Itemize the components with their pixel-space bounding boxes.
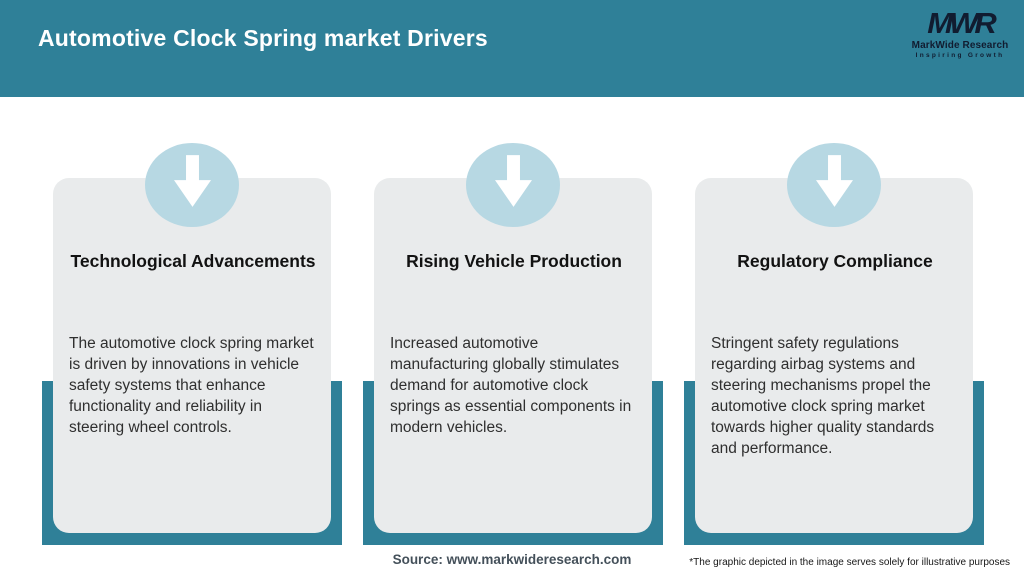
disclaimer-text: *The graphic depicted in the image serve… [689,557,1010,568]
card-body: Stringent safety regulations regarding a… [711,335,935,457]
down-arrow-icon [173,155,211,207]
card-panel: Technological Advancements The automotiv… [53,178,331,533]
card-title: Regulatory Compliance [737,251,933,271]
down-arrow-icon [815,155,853,207]
card-body: The automotive clock spring market is dr… [69,335,314,436]
markwide-logo: MWR MarkWide Research Inspiring Growth [908,8,1012,60]
source-text: Source: www.markwideresearch.com [392,552,632,567]
icon-circle [466,143,560,227]
down-arrow-icon [494,155,532,207]
page-title: Automotive Clock Spring market Drivers [38,25,488,51]
card-panel: Regulatory Compliance Stringent safety r… [695,178,973,533]
logo-mark-icon: MWR [927,7,996,40]
driver-card-rising-vehicle-production: Rising Vehicle Production Increased auto… [363,143,663,545]
driver-card-regulatory-compliance: Regulatory Compliance Stringent safety r… [684,143,984,545]
card-title: Rising Vehicle Production [406,251,622,271]
logo-name: MarkWide Research [911,40,1009,51]
logo-tagline: Inspiring Growth [915,52,1005,59]
driver-card-technological-advancements: Technological Advancements The automotiv… [42,143,342,545]
icon-circle [787,143,881,227]
icon-circle [145,143,239,227]
card-title: Technological Advancements [70,251,316,271]
card-body: Increased automotive manufacturing globa… [390,335,632,436]
card-panel: Rising Vehicle Production Increased auto… [374,178,652,533]
header-bar: Automotive Clock Spring market Drivers M… [0,0,1024,97]
